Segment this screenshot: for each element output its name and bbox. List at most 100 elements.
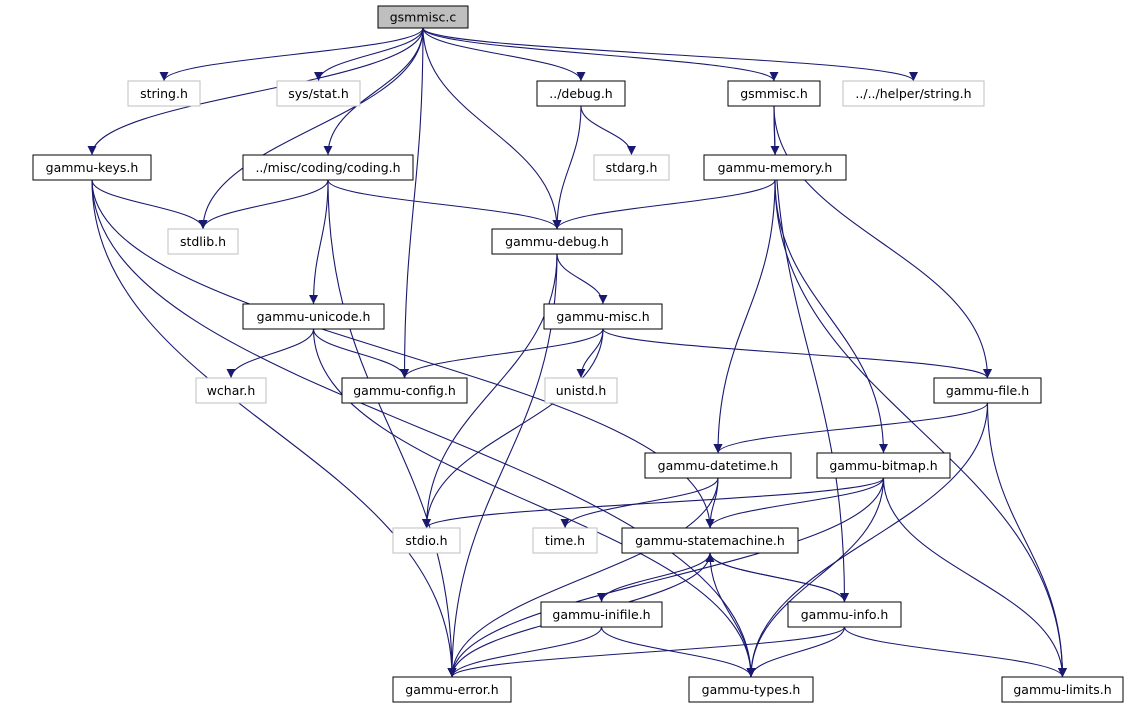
node-gsmmisc-h[interactable]: gsmmisc.h	[727, 80, 821, 107]
node-label: ../../helper/string.h	[855, 86, 971, 101]
edge-gammu-file-h-to-gammu-limits-h	[986, 402, 1067, 678]
node-gammu-unicode-h[interactable]: gammu-unicode.h	[242, 303, 385, 330]
edge-gammu-datetime-h-to-gammu-error-h	[447, 477, 719, 678]
edge-gammu-debug-h-to-stdio-h	[422, 253, 558, 529]
node-unistd-h: unistd.h	[544, 377, 618, 404]
node-gammu-statemachine-h[interactable]: gammu-statemachine.h	[621, 527, 799, 554]
node-stdio-h: stdio.h	[392, 527, 461, 554]
edge-gammu-bitmap-h-to-gammu-limits-h	[882, 477, 1067, 678]
edge-gammu-debug-h-to-gammu-misc-h	[556, 253, 608, 305]
node-gammu-info-h[interactable]: gammu-info.h	[787, 601, 902, 628]
node-gsmmisc-c[interactable]: gsmmisc.c	[377, 5, 469, 29]
node-box	[167, 228, 239, 255]
node-label: gammu-datetime.h	[658, 458, 779, 473]
node-coding-h[interactable]: ../misc/coding/coding.h	[242, 154, 414, 181]
node-debug-h[interactable]: ../debug.h	[536, 80, 626, 107]
edge-gammu-memory-h-to-gammu-debug-h	[552, 179, 776, 230]
node-label: gsmmisc.c	[390, 10, 457, 25]
node-gammu-types-h[interactable]: gammu-types.h	[688, 676, 814, 703]
node-label: stdio.h	[405, 533, 447, 548]
node-box	[540, 601, 663, 628]
edges-layer	[87, 27, 1067, 678]
node-label: wchar.h	[207, 383, 256, 398]
node-box	[491, 228, 623, 255]
node-label: stdlib.h	[180, 234, 226, 249]
node-box	[127, 80, 201, 107]
edge-gammu-keys-h-to-gammu-types-h	[91, 179, 756, 678]
node-gammu-inifile-h[interactable]: gammu-inifile.h	[540, 601, 663, 628]
node-label: gammu-bitmap.h	[829, 458, 937, 473]
node-string-h: string.h	[127, 80, 201, 107]
node-label: ../misc/coding/coding.h	[255, 160, 400, 175]
edge-gammu-keys-h-to-stdlib-h	[91, 179, 208, 230]
edge-gammu-misc-h-to-gammu-config-h	[400, 328, 604, 379]
node-label: gammu-file.h	[946, 383, 1029, 398]
node-stdarg-h: stdarg.h	[593, 154, 670, 181]
node-label: ../debug.h	[549, 86, 612, 101]
edge-gammu-unicode-h-to-gammu-types-h	[312, 328, 756, 678]
node-label: gammu-error.h	[405, 682, 498, 697]
edge-gammu-inifile-h-to-gammu-error-h	[447, 626, 603, 678]
edge-gammu-memory-h-to-gammu-datetime-h	[713, 179, 776, 454]
node-gammu-debug-h[interactable]: gammu-debug.h	[491, 228, 623, 255]
node-label: gammu-statemachine.h	[635, 533, 785, 548]
node-box	[536, 80, 626, 107]
edge-gsmmisc-h-to-gammu-file-h	[773, 105, 992, 379]
edge-gammu-file-h-to-gammu-types-h	[746, 402, 989, 678]
node-gammu-config-h[interactable]: gammu-config.h	[341, 377, 468, 404]
node-box	[392, 527, 461, 554]
edge-debug-h-to-gammu-debug-h	[552, 105, 582, 230]
node-gammu-memory-h[interactable]: gammu-memory.h	[703, 154, 847, 181]
node-gammu-bitmap-h[interactable]: gammu-bitmap.h	[816, 452, 951, 479]
node-box	[341, 377, 468, 404]
node-label: unistd.h	[556, 383, 607, 398]
node-label: gammu-limits.h	[1013, 682, 1111, 697]
edge-gammu-memory-h-to-gammu-limits-h	[774, 179, 1067, 678]
edge-gammu-datetime-h-to-time-h	[560, 477, 719, 529]
node-gammu-file-h[interactable]: gammu-file.h	[933, 377, 1042, 404]
edge-gsmmisc-c-to-gammu-config-h	[400, 27, 424, 379]
node-box	[242, 303, 385, 330]
node-sys-stat-h: sys/stat.h	[276, 80, 361, 107]
node-box	[377, 5, 469, 29]
edge-gammu-unicode-h-to-wchar-h	[226, 328, 315, 379]
node-gammu-limits-h[interactable]: gammu-limits.h	[1001, 676, 1124, 703]
node-gammu-misc-h[interactable]: gammu-misc.h	[543, 303, 663, 330]
node-box	[816, 452, 951, 479]
edge-gammu-misc-h-to-unistd-h	[576, 328, 604, 379]
node-label: gammu-unicode.h	[257, 309, 371, 324]
node-label: gammu-debug.h	[505, 234, 609, 249]
node-box	[276, 80, 361, 107]
edge-gammu-unicode-h-to-gammu-config-h	[312, 328, 409, 379]
node-label: gsmmisc.h	[740, 86, 808, 101]
edge-gammu-info-h-to-gammu-error-h	[447, 626, 846, 678]
edge-gsmmisc-c-to-stdlib-h	[198, 27, 424, 230]
node-box	[32, 154, 152, 181]
node-gammu-datetime-h[interactable]: gammu-datetime.h	[644, 452, 792, 479]
edge-gsmmisc-c-to-gammu-debug-h	[422, 27, 562, 230]
node-gammu-keys-h[interactable]: gammu-keys.h	[32, 154, 152, 181]
node-label: gammu-info.h	[801, 607, 889, 622]
edge-coding-h-to-stdlib-h	[198, 179, 329, 230]
node-box	[543, 303, 663, 330]
node-label: stdarg.h	[606, 160, 658, 175]
node-label: sys/stat.h	[288, 86, 349, 101]
node-label: gammu-inifile.h	[552, 607, 650, 622]
node-label: gammu-memory.h	[718, 160, 833, 175]
node-label: time.h	[545, 533, 585, 548]
node-box	[392, 676, 512, 703]
edge-gsmmisc-c-to-gsmmisc-h	[422, 27, 779, 82]
edge-gammu-statemachine-h-to-gammu-types-h	[709, 552, 756, 678]
node-label: gammu-keys.h	[46, 160, 139, 175]
node-box	[787, 601, 902, 628]
node-wchar-h: wchar.h	[195, 377, 267, 404]
edge-gsmmisc-c-to-string-h	[159, 27, 424, 82]
node-label: gammu-misc.h	[556, 309, 649, 324]
edge-gammu-bitmap-h-to-gammu-types-h	[746, 477, 885, 678]
node-gammu-error-h[interactable]: gammu-error.h	[392, 676, 512, 703]
edge-gammu-bitmap-h-to-stdio-h	[422, 477, 885, 529]
node-box	[842, 80, 985, 107]
node-box	[688, 676, 814, 703]
node-box	[933, 377, 1042, 404]
